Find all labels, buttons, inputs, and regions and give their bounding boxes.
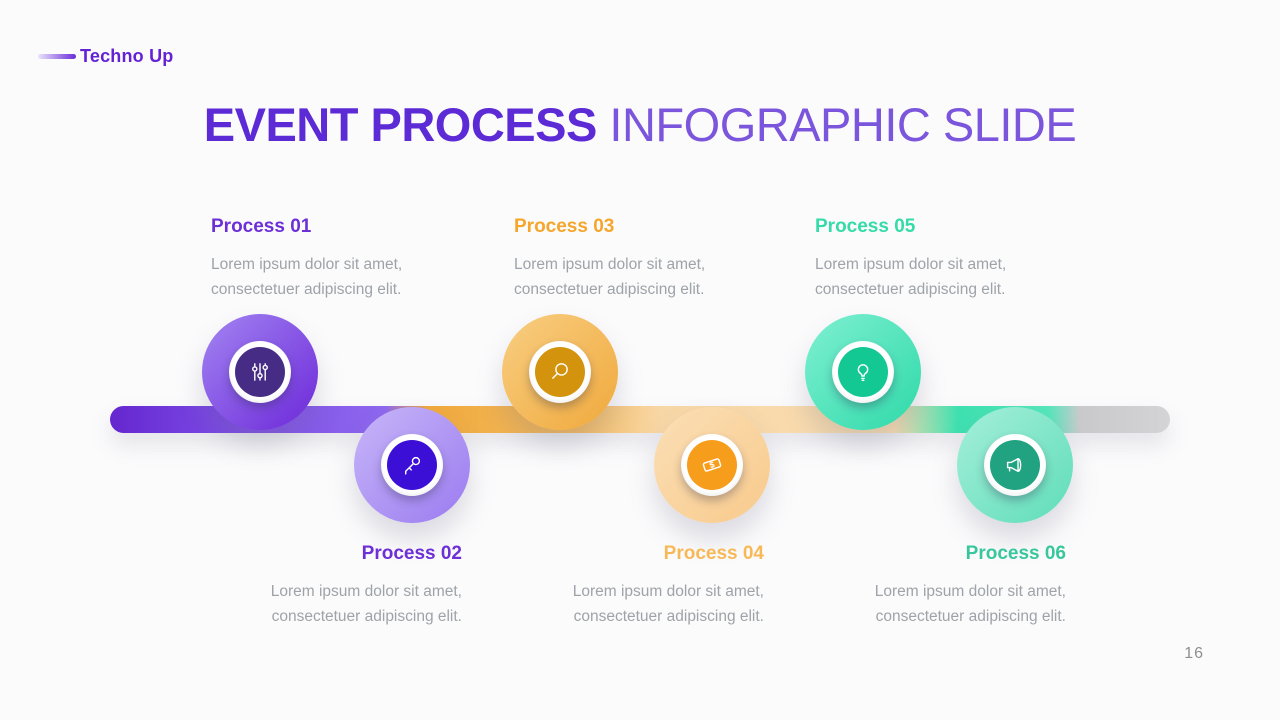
process-02-label: Process 02	[361, 543, 462, 564]
process-05-text: Process 05 Lorem ipsum dolor sit amet, co…	[815, 216, 1067, 302]
process-02-circle	[354, 407, 470, 523]
desc-line: Lorem ipsum dolor sit amet,	[211, 256, 403, 273]
process-05-label: Process 05	[815, 216, 916, 237]
desc-line: consectetuer adipiscing elit.	[271, 608, 462, 625]
process-04-label: Process 04	[663, 543, 764, 564]
process-06-circle	[957, 407, 1073, 523]
circle-disc	[387, 440, 437, 490]
process-01-label: Process 01	[211, 216, 312, 237]
process-01-text: Process 01 Lorem ipsum dolor sit amet, co…	[211, 216, 463, 302]
circle-ring	[381, 434, 443, 496]
logo: Techno Up	[38, 46, 173, 67]
process-06-text: Process 06 Lorem ipsum dolor sit amet, co…	[814, 543, 1066, 629]
process-03-label: Process 03	[514, 216, 615, 237]
process-02-description: Lorem ipsum dolor sit amet, consectetuer …	[210, 579, 462, 629]
page-number: 16	[1184, 645, 1204, 662]
process-05-description: Lorem ipsum dolor sit amet, consectetuer …	[815, 252, 1067, 302]
process-03-description: Lorem ipsum dolor sit amet, consectetuer …	[514, 252, 766, 302]
circle-ring	[984, 434, 1046, 496]
circle-ring	[529, 341, 591, 403]
circle-disc	[235, 347, 285, 397]
process-04-text: Process 04 Lorem ipsum dolor sit amet, co…	[512, 543, 764, 629]
svg-text:$: $	[708, 459, 716, 470]
title-bold: EVENT PROCESS	[203, 98, 598, 151]
process-06-description: Lorem ipsum dolor sit amet, consectetuer …	[814, 579, 1066, 629]
logo-dash-icon	[38, 54, 76, 59]
title-light: INFOGRAPHIC SLIDE	[609, 98, 1077, 151]
money-icon: $	[702, 458, 722, 472]
page-title: EVENT PROCESS INFOGRAPHIC SLIDE	[0, 97, 1280, 152]
desc-line: Lorem ipsum dolor sit amet,	[815, 256, 1007, 273]
desc-line: consectetuer adipiscing elit.	[875, 608, 1066, 625]
circle-ring	[832, 341, 894, 403]
desc-line: consectetuer adipiscing elit.	[573, 608, 764, 625]
process-04-description: Lorem ipsum dolor sit amet, consectetuer …	[512, 579, 764, 629]
circle-ring: $	[681, 434, 743, 496]
desc-line: Lorem ipsum dolor sit amet,	[572, 583, 764, 600]
process-01-circle	[202, 314, 318, 430]
process-04-circle: $	[654, 407, 770, 523]
process-06-label: Process 06	[965, 543, 1066, 564]
circle-disc	[990, 440, 1040, 490]
desc-line: Lorem ipsum dolor sit amet,	[270, 583, 462, 600]
desc-line: Lorem ipsum dolor sit amet,	[874, 583, 1066, 600]
sliders-icon	[252, 363, 268, 381]
circle-disc	[535, 347, 585, 397]
desc-line: consectetuer adipiscing elit.	[514, 281, 705, 298]
circle-ring	[229, 341, 291, 403]
desc-line: consectetuer adipiscing elit.	[815, 281, 1006, 298]
logo-text: Techno Up	[80, 46, 174, 66]
key-icon	[405, 456, 421, 475]
search-icon	[552, 363, 568, 379]
process-03-circle	[502, 314, 618, 430]
desc-line: Lorem ipsum dolor sit amet,	[514, 256, 706, 273]
circle-disc: $	[687, 440, 737, 490]
process-03-text: Process 03 Lorem ipsum dolor sit amet, co…	[514, 216, 766, 302]
process-01-description: Lorem ipsum dolor sit amet, consectetuer …	[211, 252, 463, 302]
desc-line: consectetuer adipiscing elit.	[211, 281, 402, 298]
process-02-text: Process 02 Lorem ipsum dolor sit amet, co…	[210, 543, 462, 629]
megaphone-icon	[1006, 458, 1022, 472]
bulb-icon	[857, 364, 869, 382]
circle-disc	[838, 347, 888, 397]
process-05-circle	[805, 314, 921, 430]
